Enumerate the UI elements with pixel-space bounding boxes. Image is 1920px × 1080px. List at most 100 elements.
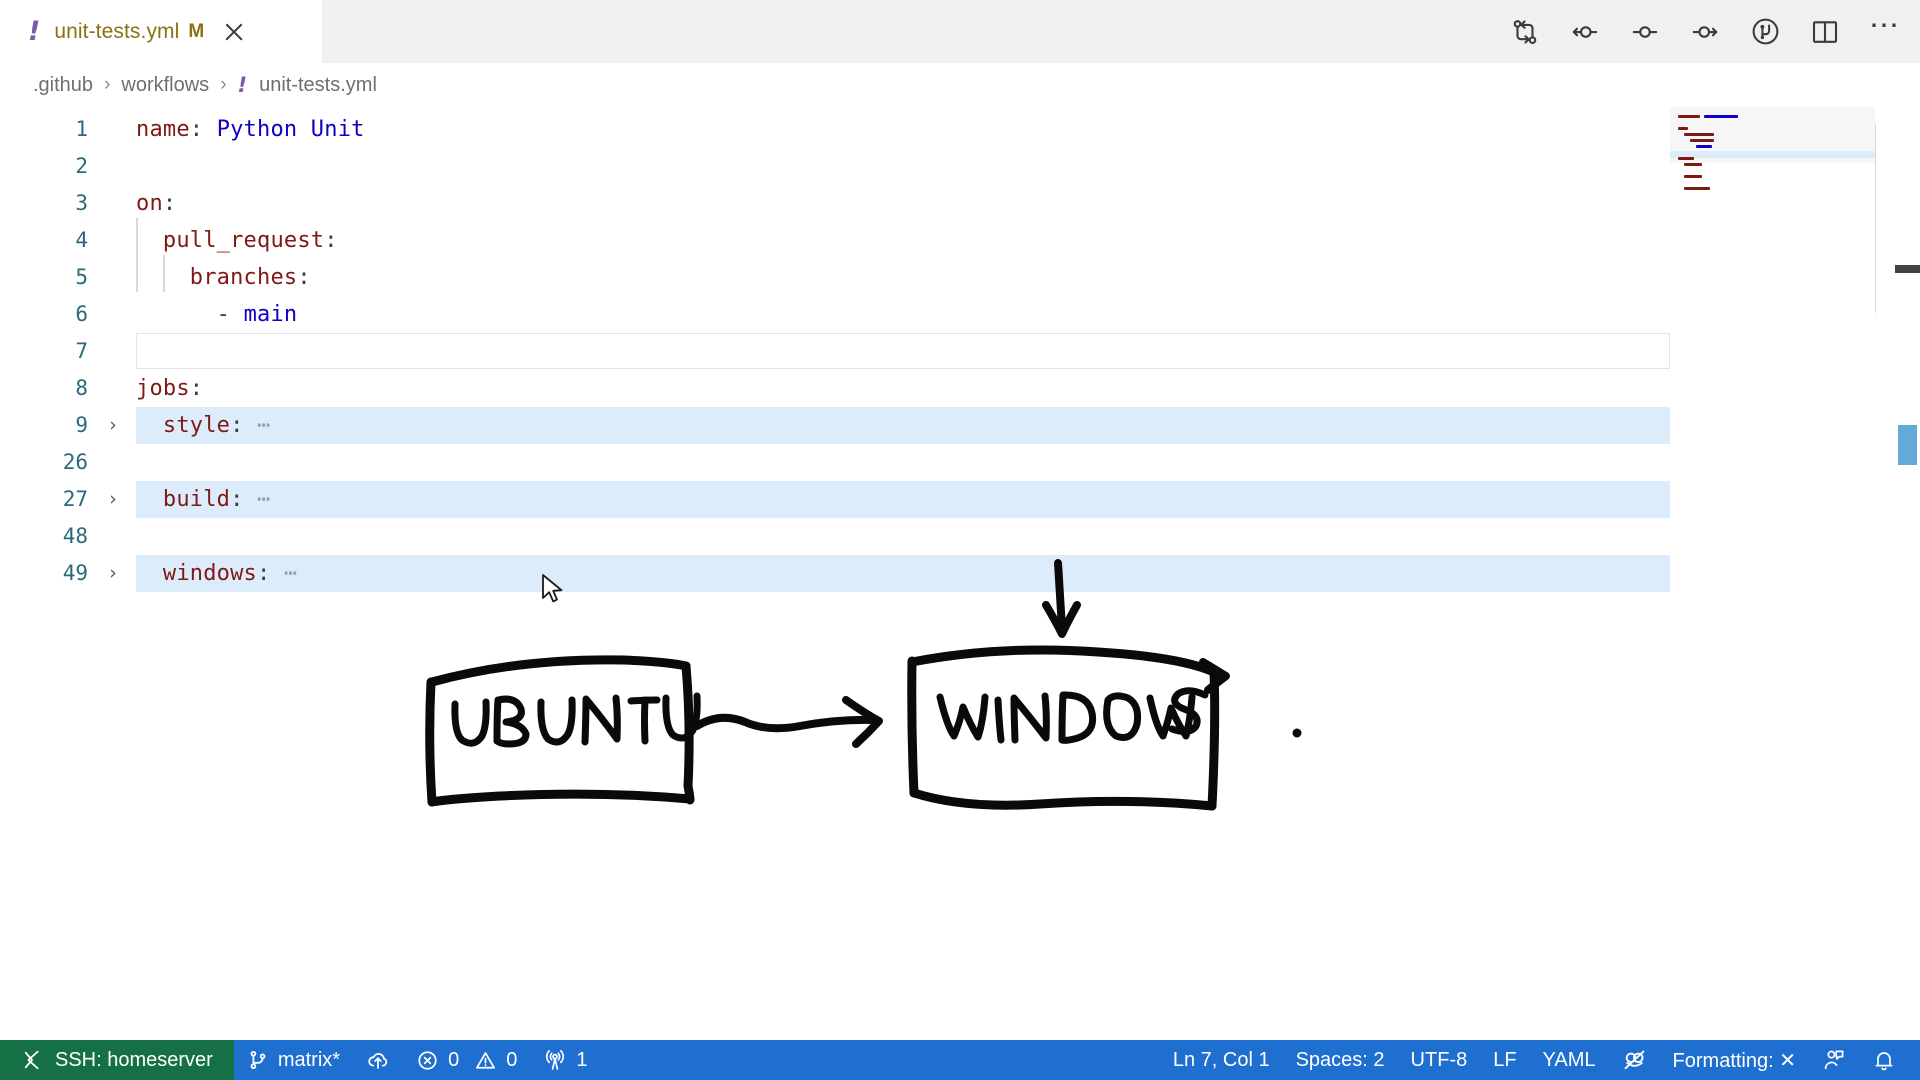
line-number: 26: [62, 450, 88, 474]
chevron-right-icon: ›: [220, 74, 227, 95]
line-number: 6: [75, 302, 88, 326]
breadcrumb-item-file[interactable]: unit-tests.yml: [259, 73, 377, 96]
error-circle-icon: [416, 1049, 439, 1072]
minimap-selection: [1670, 151, 1875, 158]
editor-tab-unit-tests-yml[interactable]: ! unit-tests.yml M: [0, 0, 322, 63]
minimap-line: [1704, 115, 1738, 118]
status-prettier[interactable]: [1609, 1040, 1660, 1080]
status-bar: SSH: homeserver matrix*: [0, 1040, 1920, 1080]
remote-indicator-icon: [22, 1049, 44, 1071]
status-eol[interactable]: LF: [1493, 1048, 1517, 1071]
minimap-line: [1690, 139, 1714, 142]
status-sync[interactable]: [353, 1040, 403, 1080]
status-branch-label: matrix*: [277, 1048, 341, 1071]
code-line[interactable]: 1 name: Python Unit: [0, 111, 1670, 148]
close-icon[interactable]: [221, 19, 247, 45]
minimap-edge-line: [1875, 123, 1877, 313]
minimap-line: [1678, 157, 1694, 160]
code-line-text: style: ⋯: [162, 413, 272, 438]
status-feedback[interactable]: [1809, 1040, 1859, 1080]
code-line[interactable]: 2: [0, 148, 1670, 185]
minimap-line: [1678, 115, 1700, 118]
minimap[interactable]: [1670, 107, 1877, 1040]
line-number: 7: [75, 339, 88, 363]
folded-region-highlight: [136, 407, 1670, 444]
status-branch[interactable]: matrix*: [234, 1040, 353, 1080]
code-line[interactable]: 6 - main: [0, 296, 1670, 333]
code-line[interactable]: 49› windows: ⋯: [0, 555, 1670, 592]
status-bar-right: Ln 7, Col 1 Spaces: 2 UTF-8 LF YAML Form…: [1160, 1040, 1920, 1080]
prettier-disabled-icon: [1622, 1048, 1647, 1073]
fold-chevron-icon[interactable]: ›: [109, 562, 117, 584]
line-number: 27: [62, 487, 88, 511]
indent-guide: [136, 218, 138, 292]
status-encoding[interactable]: UTF-8: [1410, 1048, 1468, 1071]
minimap-line: [1684, 163, 1702, 166]
status-ports[interactable]: 1: [530, 1040, 600, 1080]
bell-icon: [1872, 1048, 1896, 1072]
code-line-text: branches:: [189, 265, 311, 290]
line-number: 1: [75, 117, 88, 141]
stage-change-icon[interactable]: [1628, 15, 1662, 49]
code-line-text: name: Python Unit: [136, 117, 365, 142]
feedback-icon: [1822, 1048, 1846, 1072]
fold-chevron-icon[interactable]: ›: [109, 414, 117, 436]
split-editor-icon[interactable]: [1808, 15, 1842, 49]
status-remote-label: SSH: homeserver: [55, 1048, 213, 1071]
yaml-exclamation-icon: !: [28, 16, 41, 47]
code-line[interactable]: 5 branches:: [0, 259, 1670, 296]
cloud-upload-icon: [366, 1048, 390, 1072]
line-number: 48: [62, 524, 88, 548]
fold-chevron-icon[interactable]: ›: [109, 488, 117, 510]
code-line-text: jobs:: [136, 376, 204, 401]
previous-change-icon[interactable]: [1568, 15, 1602, 49]
status-warning-count: 0: [506, 1048, 518, 1071]
folded-region-highlight: [136, 555, 1670, 592]
overview-ruler-marker: [1895, 265, 1920, 273]
editor-scrollbar[interactable]: [1895, 107, 1920, 1040]
scrollbar-slider[interactable]: [1898, 425, 1917, 465]
code-line-text: build: ⋯: [162, 487, 272, 512]
line-number: 9: [75, 413, 88, 437]
code-line-text: - main: [216, 302, 298, 327]
yaml-exclamation-icon: !: [237, 73, 248, 97]
source-control-icon[interactable]: [1748, 15, 1782, 49]
code-line[interactable]: 9 › style: ⋯: [0, 407, 1670, 444]
code-line[interactable]: 27 › build: ⋯: [0, 481, 1670, 518]
status-language-mode[interactable]: YAML: [1542, 1048, 1596, 1071]
line-number: 5: [75, 265, 88, 289]
indent-guide: [163, 255, 165, 292]
tab-label: unit-tests.yml: [54, 19, 180, 43]
chevron-right-icon: ›: [104, 74, 111, 95]
status-notifications[interactable]: [1859, 1040, 1920, 1080]
status-error-count: 0: [448, 1048, 460, 1071]
radio-tower-icon: [543, 1048, 567, 1072]
line-number: 4: [75, 228, 88, 252]
breadcrumb-item-github[interactable]: .github: [33, 73, 94, 96]
status-indentation[interactable]: Spaces: 2: [1295, 1048, 1385, 1071]
code-line[interactable]: 26: [0, 444, 1670, 481]
next-change-icon[interactable]: [1688, 15, 1722, 49]
status-problems[interactable]: 0 0: [403, 1040, 530, 1080]
code-line[interactable]: 48: [0, 518, 1670, 555]
source-control-branch-icon: [247, 1049, 269, 1071]
more-actions-icon[interactable]: ⋯: [1869, 8, 1901, 42]
status-ports-count: 1: [576, 1048, 588, 1071]
line-number: 2: [75, 154, 88, 178]
code-line[interactable]: 7: [0, 333, 1670, 370]
code-line-text: pull_request:: [162, 228, 338, 253]
current-line-highlight: [136, 333, 1670, 369]
breadcrumb-item-workflows[interactable]: workflows: [121, 73, 210, 96]
code-line[interactable]: 4 pull_request:: [0, 222, 1670, 259]
folded-region-highlight: [136, 481, 1670, 518]
mouse-pointer: [542, 574, 563, 603]
compare-changes-icon[interactable]: [1508, 15, 1542, 49]
status-formatting[interactable]: Formatting: ✕: [1672, 1049, 1796, 1072]
status-remote-indicator[interactable]: SSH: homeserver: [0, 1040, 234, 1080]
status-cursor-position[interactable]: Ln 7, Col 1: [1172, 1048, 1270, 1071]
